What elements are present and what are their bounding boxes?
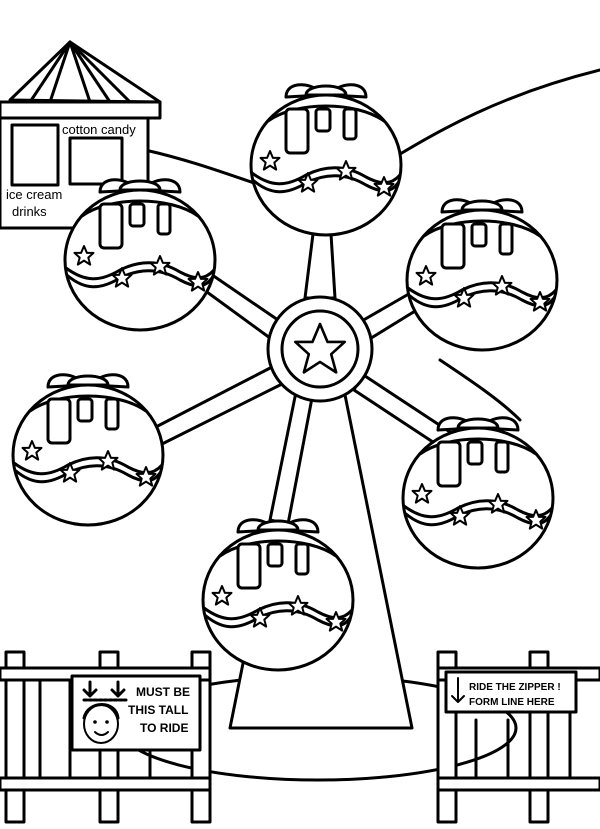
gondola-lower-right: [403, 418, 553, 568]
stand-sign-bottom-2: drinks: [12, 204, 47, 219]
queue-sign-line-2: FORM LINE HERE: [469, 697, 555, 708]
gondola-lower-left: [13, 375, 163, 525]
hill-line: [438, 358, 522, 422]
star-icon: [294, 322, 346, 374]
gondola-upper-right: [407, 200, 557, 350]
height-requirement-sign: MUST BE THIS TALL TO RIDE: [70, 674, 202, 752]
stand-sign-top: cotton candy: [62, 122, 136, 137]
arrow-down-icon: [451, 677, 465, 703]
hill-line: [388, 68, 600, 162]
wheel-hub: [266, 295, 374, 403]
hill-line: [143, 148, 262, 187]
height-sign-line-3: TO RIDE: [140, 721, 188, 735]
height-sign-line-2: THIS TALL: [128, 703, 188, 717]
arrow-down-icon: [82, 680, 128, 702]
height-sign-line-1: MUST BE: [136, 685, 190, 699]
child-face-icon: [82, 703, 120, 744]
stand-sign-bottom-1: ice cream: [6, 187, 62, 202]
queue-sign: RIDE THE ZIPPER ! FORM LINE HERE: [444, 670, 578, 714]
queue-sign-line-1: RIDE THE ZIPPER !: [469, 682, 561, 693]
gondola-top: [251, 85, 401, 235]
